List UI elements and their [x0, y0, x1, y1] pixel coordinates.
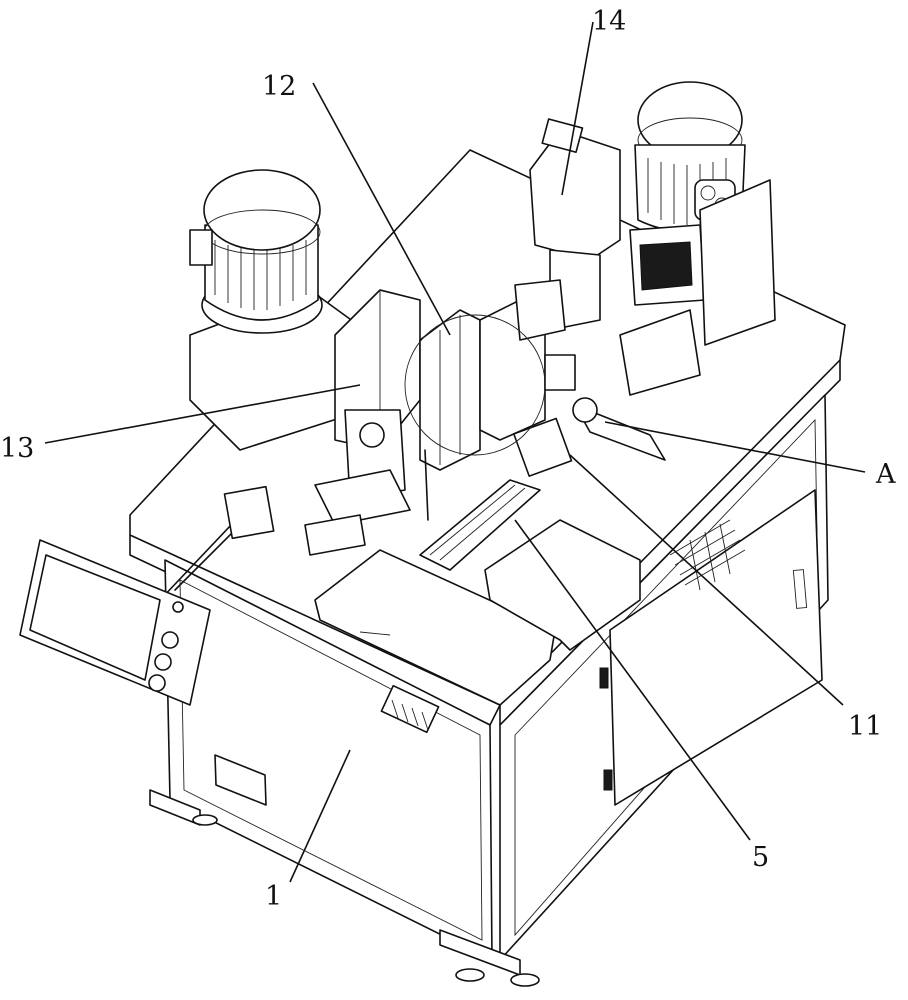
label-11: 11 [848, 711, 882, 742]
label-5: 5 [752, 842, 769, 873]
label-13: 13 [0, 433, 34, 464]
label-14: 14 [592, 6, 626, 37]
label-1: 1 [265, 881, 282, 912]
label-12: 12 [262, 71, 296, 102]
label-a: A [875, 459, 896, 490]
